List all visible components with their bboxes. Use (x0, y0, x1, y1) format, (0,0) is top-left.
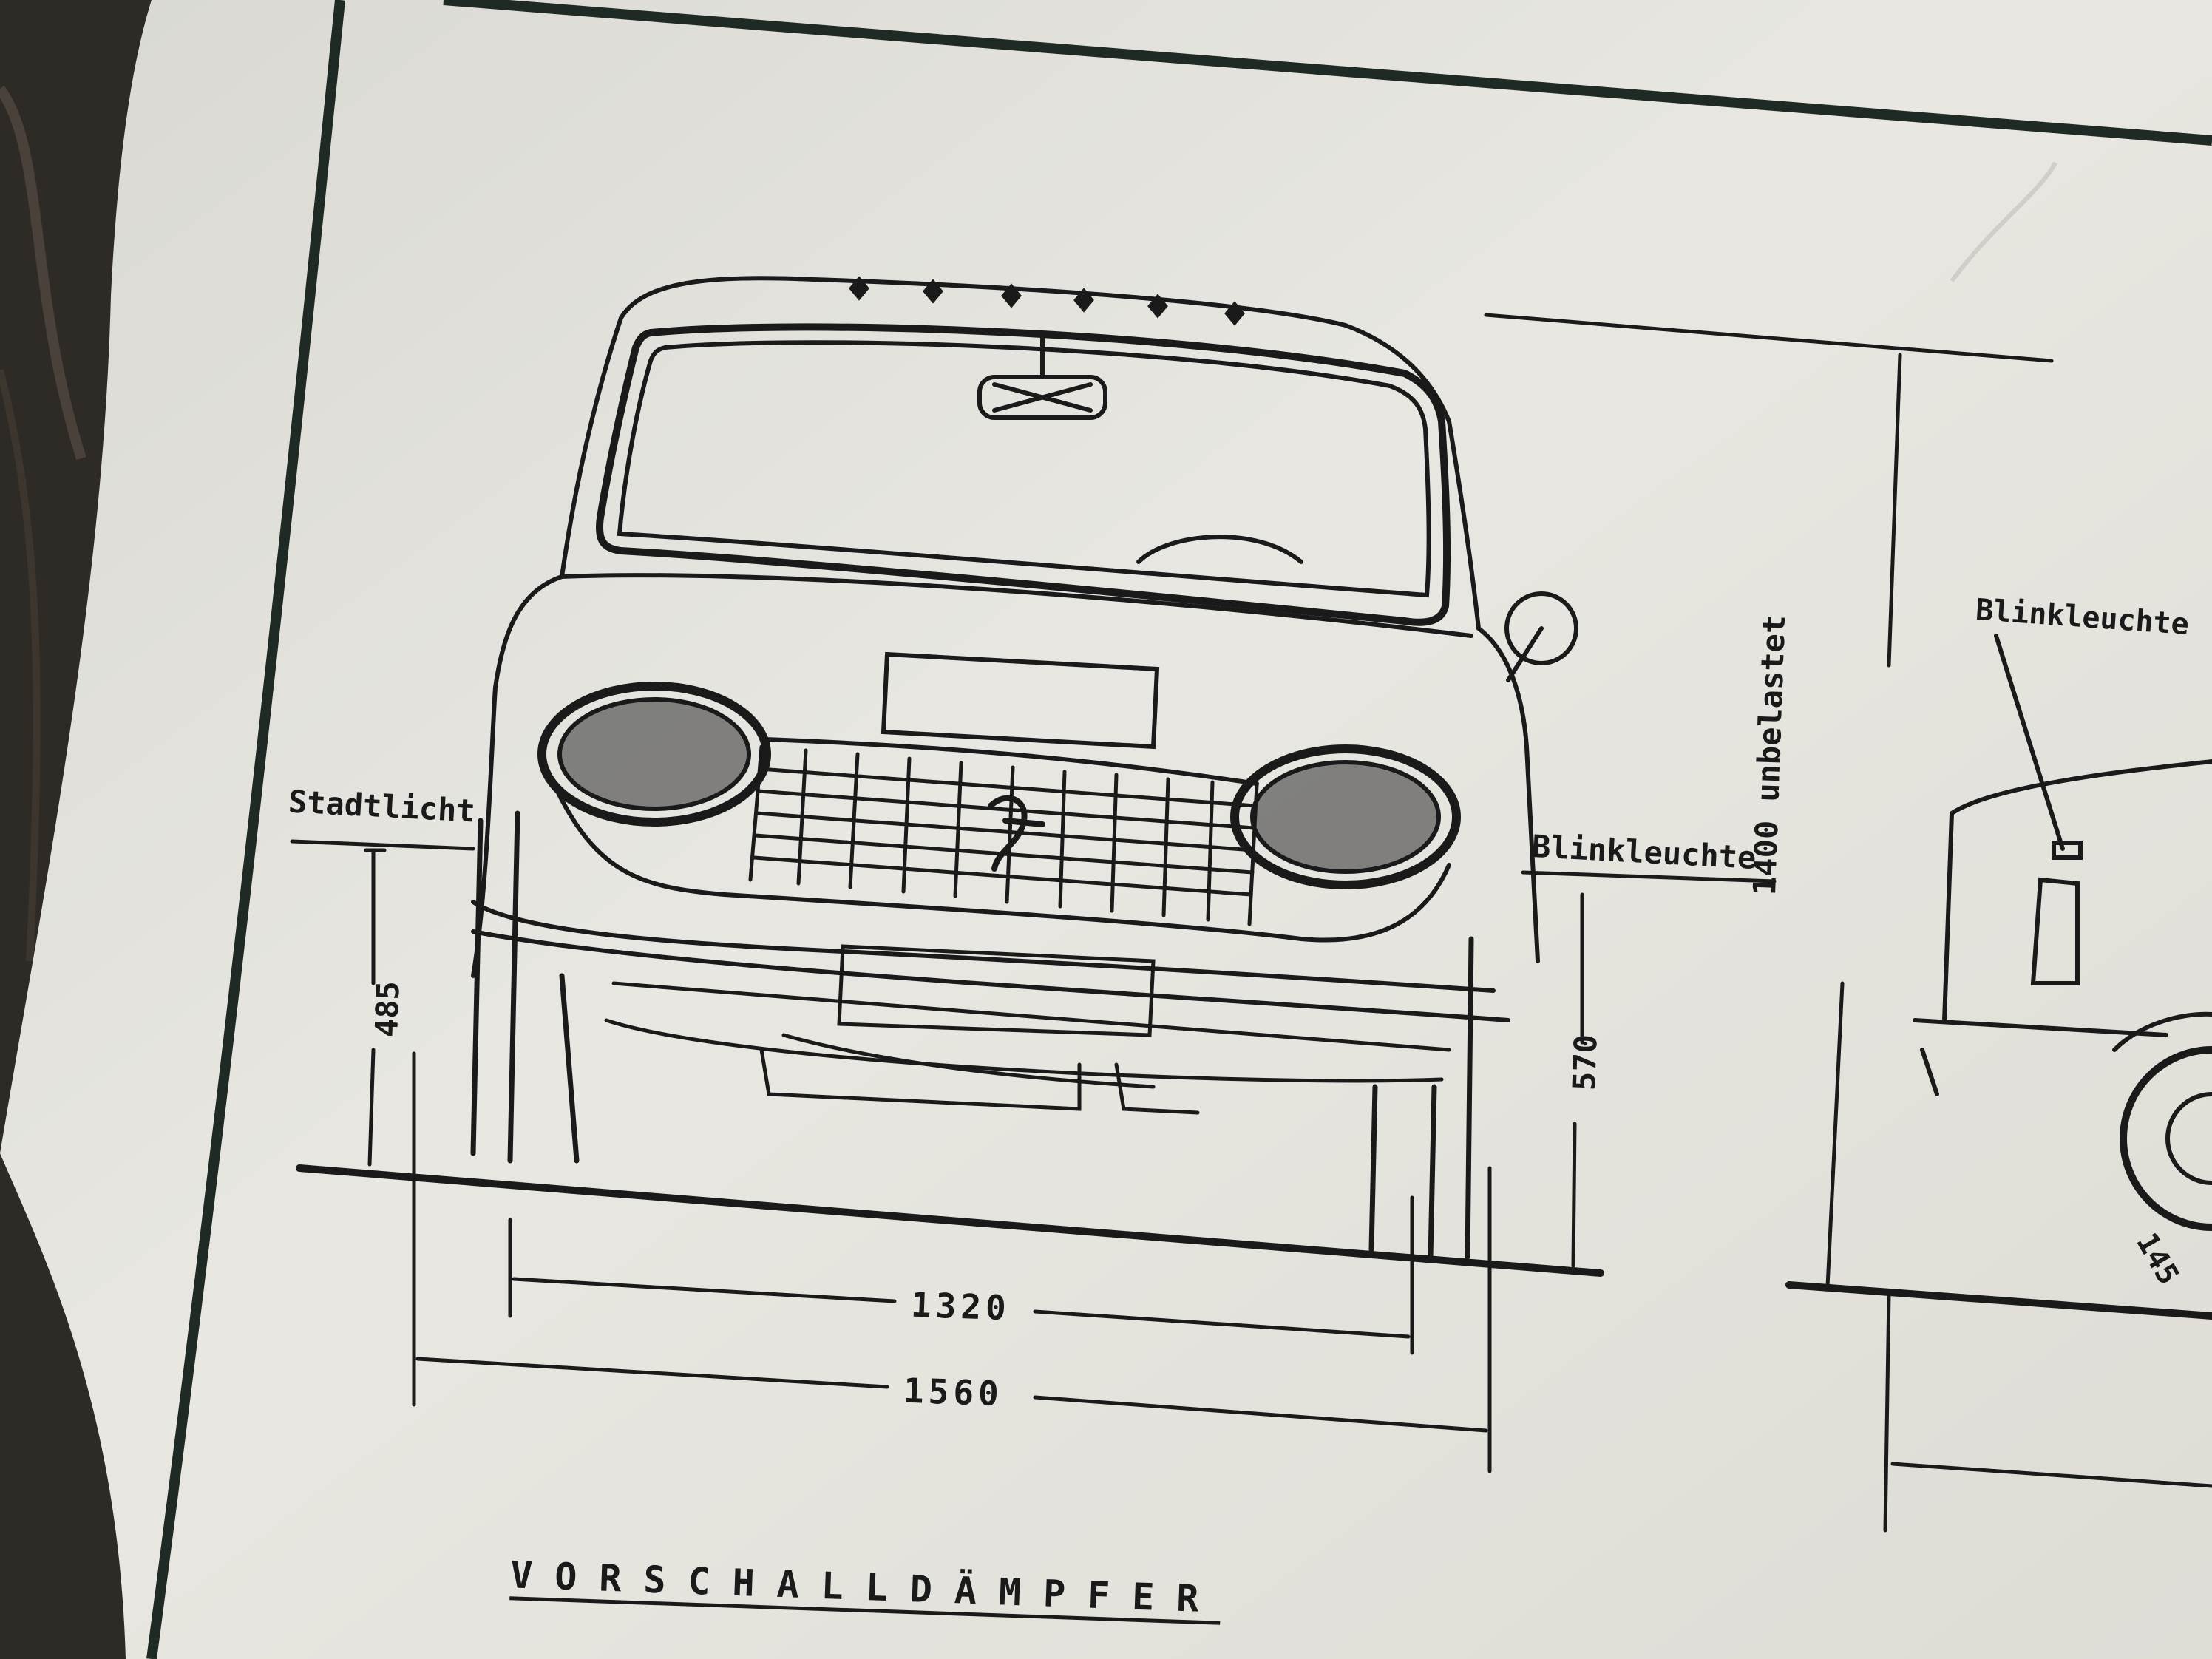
paper-fold (1950, 161, 2057, 282)
car-front-view (470, 276, 1578, 1260)
dim-1560 (412, 1051, 1492, 1473)
label-indicator-height: 570 (1566, 1034, 1604, 1091)
car-side-view-partial (1913, 634, 2212, 1231)
undercarriage (604, 944, 1451, 1115)
wheels (470, 810, 1474, 1260)
ground-line-side (1785, 1281, 2212, 1320)
ground-line-front (296, 1164, 1604, 1277)
dim-485 (364, 848, 387, 1167)
label-light-height: 485 (368, 980, 407, 1038)
dim-1400 (1484, 313, 2212, 1533)
label-overall-width: 1560 (903, 1370, 1004, 1414)
label-track-width: 1320 (910, 1284, 1011, 1329)
dim-570 (1571, 892, 1584, 1268)
sheet-frame (146, 0, 2212, 1659)
lion-emblem (988, 795, 1045, 872)
dim-1320 (508, 1195, 1414, 1355)
